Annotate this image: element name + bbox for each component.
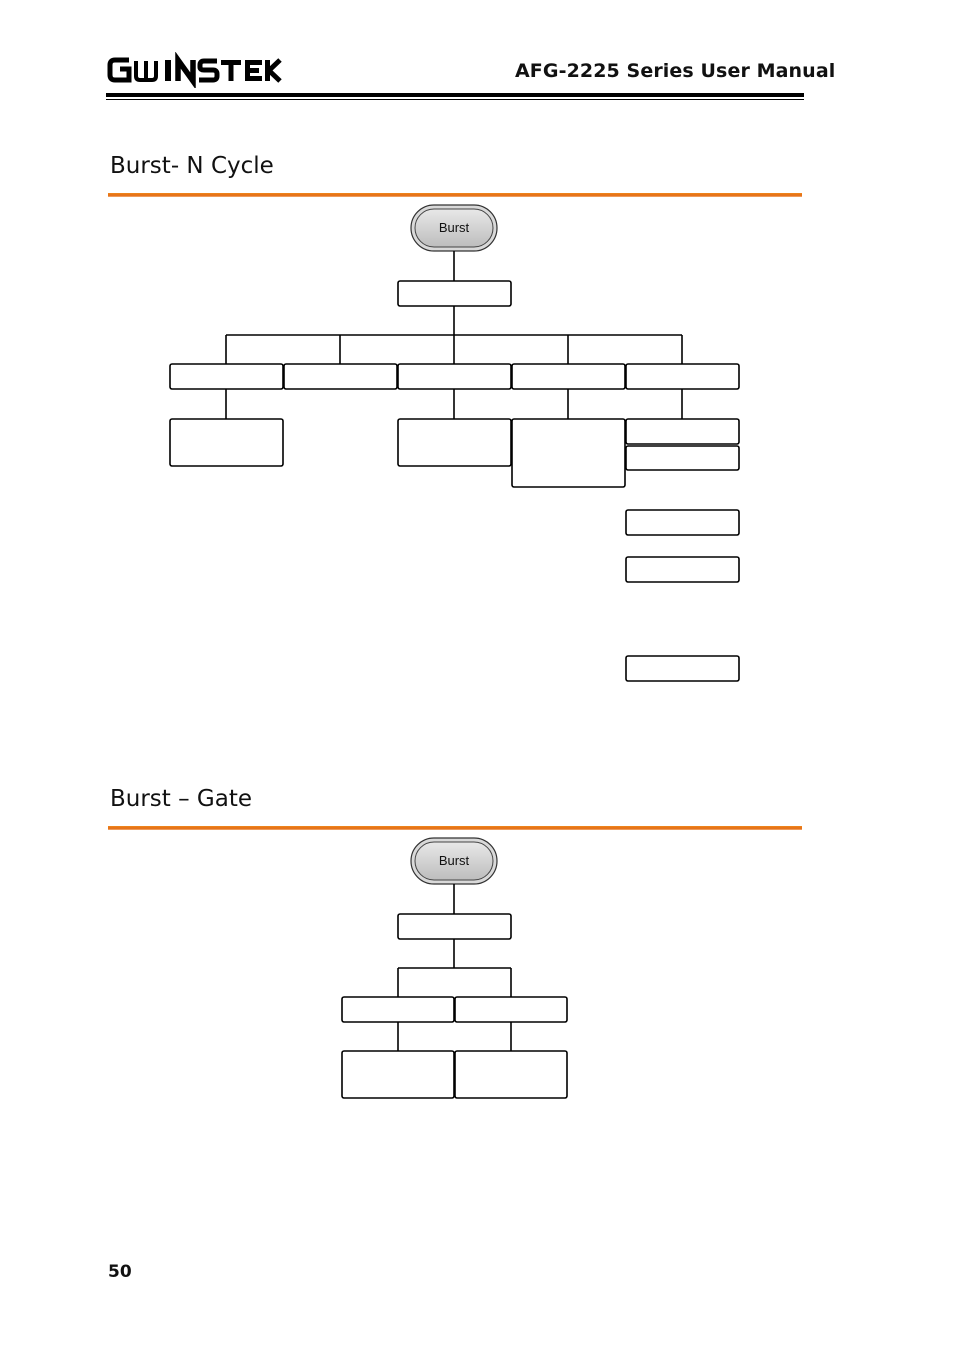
menu-box xyxy=(625,418,740,445)
menu-box xyxy=(454,996,568,1023)
menu-box xyxy=(283,363,398,390)
section-divider xyxy=(108,193,802,197)
menu-box xyxy=(454,1050,568,1099)
menu-box xyxy=(625,509,740,536)
menu-box xyxy=(397,363,512,390)
menu-box xyxy=(397,418,512,467)
menu-box xyxy=(397,913,512,940)
burst-key-label: Burst xyxy=(439,853,470,868)
menu-box xyxy=(169,363,284,390)
header-rule-thin xyxy=(106,99,804,100)
menu-box xyxy=(625,556,740,583)
burst-n-cycle-menu-tree: Burst xyxy=(0,200,954,700)
page-number: 50 xyxy=(108,1262,132,1282)
menu-box xyxy=(341,1050,455,1099)
burst-gate-menu-tree: Burst xyxy=(0,833,954,1113)
menu-box xyxy=(169,418,284,467)
burst-key-icon: Burst xyxy=(410,837,498,885)
document-title: AFG-2225 Series User Manual xyxy=(515,60,836,82)
menu-box xyxy=(511,363,626,390)
section-title-burst-n-cycle: Burst- N Cycle xyxy=(110,153,274,179)
menu-box xyxy=(625,363,740,390)
menu-box xyxy=(397,280,512,307)
section-title-burst-gate: Burst – Gate xyxy=(110,786,253,812)
gw-instek-logo xyxy=(107,52,282,88)
burst-key-icon: Burst xyxy=(410,204,498,252)
header-rule xyxy=(106,93,804,97)
section-divider xyxy=(108,826,802,830)
burst-key-label: Burst xyxy=(439,220,470,235)
menu-box xyxy=(341,996,455,1023)
menu-box xyxy=(511,418,626,488)
menu-box xyxy=(625,655,740,682)
menu-box xyxy=(625,445,740,471)
